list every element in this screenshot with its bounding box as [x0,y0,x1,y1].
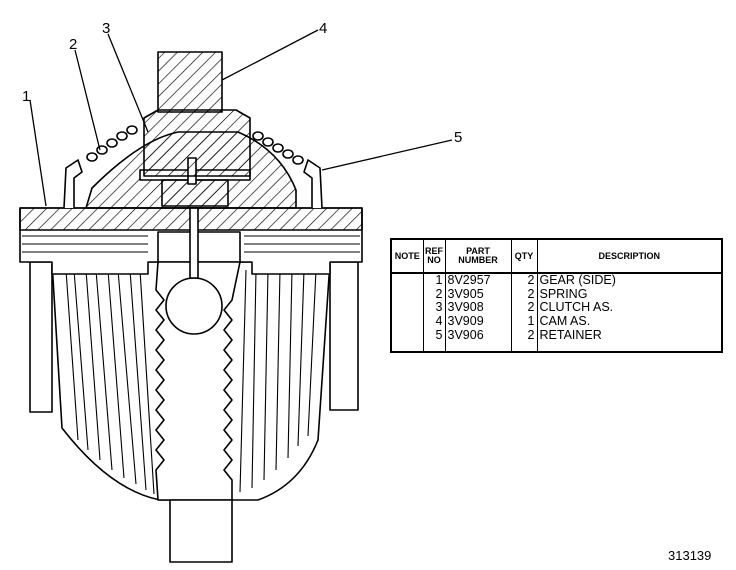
connecting-rod [189,207,199,279]
cam-shaft [157,51,223,113]
part-cell: 8V2957 [444,273,512,288]
callout-5: 5 [454,129,463,146]
table-row: 3 3V908 2 CLUTCH AS. [390,301,723,315]
ball [165,277,223,335]
ref-cell: 4 [422,315,446,329]
spring-coils-left [86,125,138,162]
qty-cell: 1 [510,315,538,329]
ring-ribs [22,235,360,253]
table-row: 4 3V909 1 CAM AS. [390,315,723,329]
desc-cell: GEAR (SIDE) [536,273,723,288]
desc-cell: CAM AS. [536,315,723,329]
header-part-number: PART NUMBER [444,238,512,274]
header-qty: QTY [510,238,538,274]
qty-cell: 2 [510,328,538,342]
table-padding-row [390,341,723,352]
table-row: 1 8V2957 2 GEAR (SIDE) [390,273,723,288]
header-description: DESCRIPTION [536,238,723,274]
parts-table: NOTE REF NO PART NUMBER QTY DESCRIPTION … [390,238,723,353]
header-note: NOTE [390,238,424,274]
spring-coils-right [252,131,304,165]
desc-cell: SPRING [536,288,723,302]
qty-cell: 2 [510,301,538,315]
parts-table-header: NOTE REF NO PART NUMBER QTY DESCRIPTION [390,238,723,274]
desc-cell: CLUTCH AS. [536,301,723,315]
callout-1: 1 [22,88,31,105]
part-cell: 3V905 [444,288,512,302]
shaft-stub [169,499,233,563]
callout-3: 3 [102,20,111,37]
qty-cell: 2 [510,288,538,302]
table-row: 5 3V906 2 RETAINER [390,328,723,342]
part-cell: 3V909 [444,315,512,329]
part-cell: 3V906 [444,328,512,342]
callout-2: 2 [69,36,78,53]
ref-cell: 5 [422,328,446,342]
figure-number: 313139 [668,548,712,563]
table-row: 2 3V905 2 SPRING [390,288,723,302]
ref-cell: 1 [422,273,446,288]
ref-cell: 3 [422,301,446,315]
right-plate [329,261,359,411]
ref-cell: 2 [422,288,446,302]
desc-cell: RETAINER [536,328,723,342]
part-cell: 3V908 [444,301,512,315]
left-plate [29,261,53,413]
retainer-left [63,159,83,209]
spline-fins [65,269,317,495]
retainer-right [303,159,323,209]
cam-upper [143,109,251,177]
header-ref-no: REF NO [422,238,446,274]
callout-4: 4 [319,20,328,37]
qty-cell: 2 [510,273,538,288]
leader-lines [29,29,453,207]
